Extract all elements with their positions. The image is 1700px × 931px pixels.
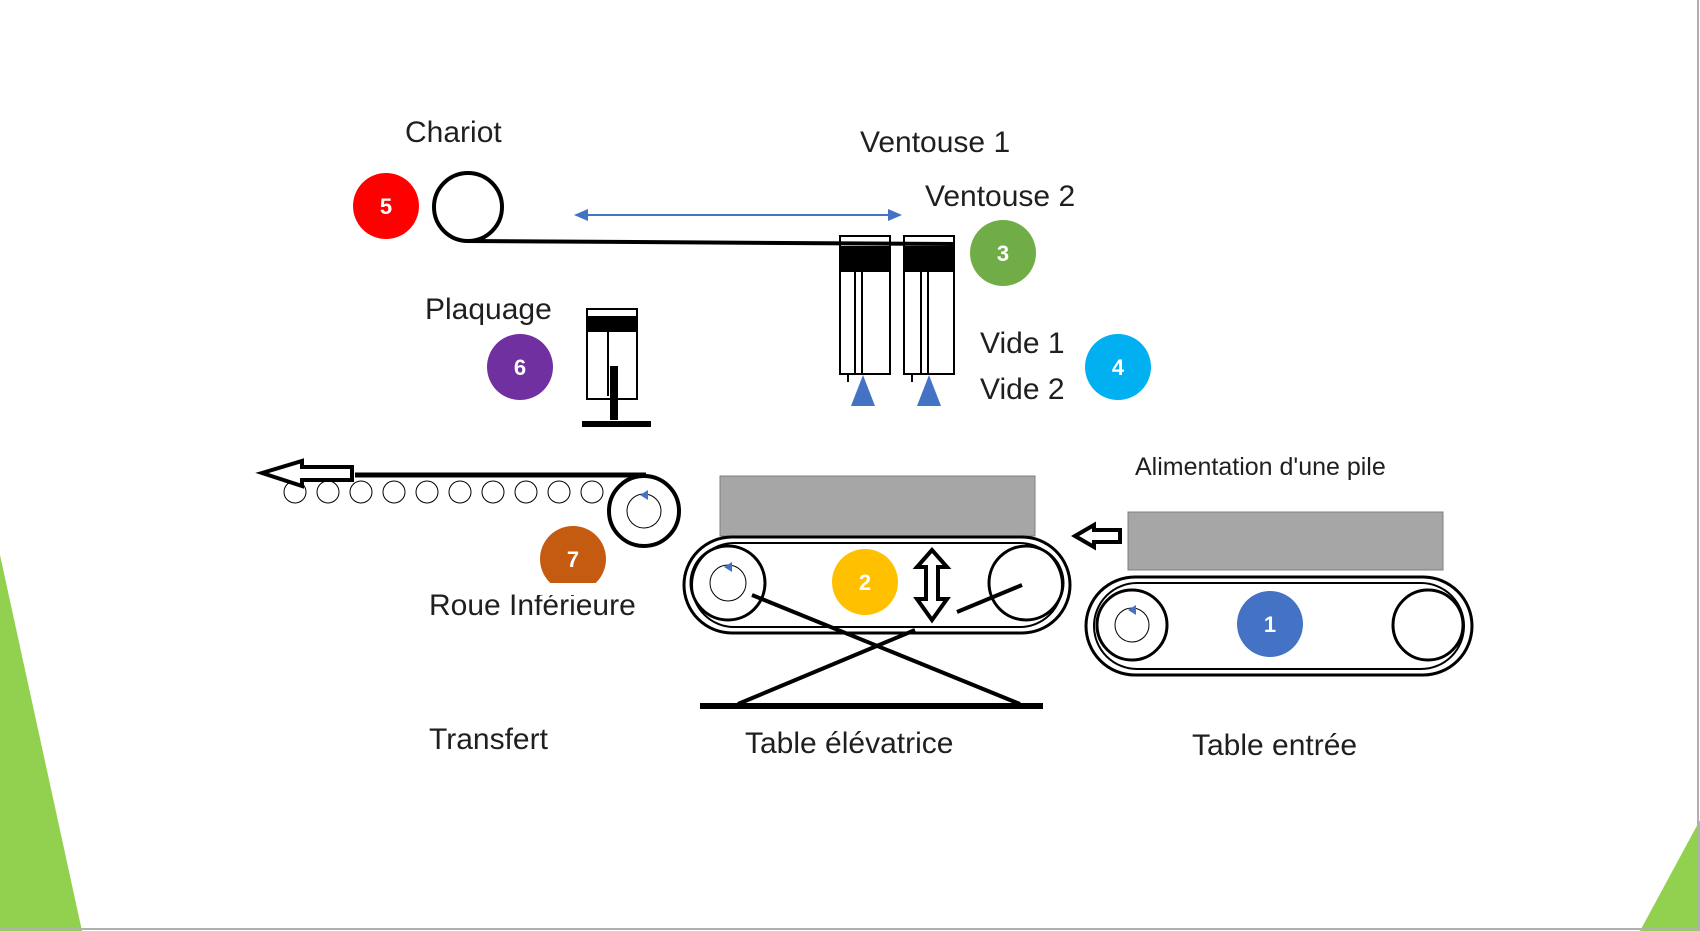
marker-6-number: 6 [514, 355, 526, 380]
roue-inferieure-wheel [607, 474, 681, 548]
transfert-roller [415, 480, 439, 504]
table-elevatrice-pile [719, 475, 1036, 537]
table-elevatrice-assembly [682, 475, 1072, 709]
transfert-roller [316, 480, 340, 504]
transfert-roller [481, 480, 505, 504]
transfert-roller [349, 480, 373, 504]
transfert-roller [514, 480, 538, 504]
lift-up-down-arrow [912, 546, 952, 624]
marker-7: 7 [535, 526, 615, 595]
marker-3-number: 3 [997, 241, 1009, 266]
transfert-roller [448, 480, 472, 504]
chariot-rail [465, 239, 956, 246]
transfert-roller [580, 480, 604, 504]
chariot-assembly [432, 171, 956, 246]
label-transfert: Transfert [429, 723, 549, 756]
marker-2: 2 [832, 549, 898, 615]
ventouse-1-suction-cup [851, 375, 875, 406]
marker-5-number: 5 [380, 194, 392, 219]
marker-2-circle [832, 549, 898, 615]
label-chariot: Chariot [405, 116, 502, 149]
ventouse-1-cylinder [839, 235, 891, 406]
label-ventouse-1: Ventouse 1 [860, 126, 1010, 159]
marker-5: 5 [353, 173, 419, 239]
transfert-roller [382, 480, 406, 504]
marker-1-number: 1 [1264, 612, 1276, 637]
marker-6-circle [487, 334, 553, 400]
feed-arrow [1071, 521, 1122, 551]
marker-4-circle [1085, 334, 1151, 400]
transfert-rollers [283, 480, 604, 504]
marker-1-circle [1237, 591, 1303, 657]
marker-7-circle [540, 526, 606, 592]
marker-4: 4 [1085, 334, 1151, 400]
slide-corner-right-decoration [1640, 820, 1700, 931]
marker-2-number: 2 [859, 570, 871, 595]
ventouse-2-suction-cup [917, 375, 941, 406]
transfert-output-arrow [255, 458, 354, 489]
label-alimentation: Alimentation d'une pile [1135, 453, 1386, 481]
ventouse-2-cylinder [903, 235, 955, 406]
table-entree-pile [1127, 511, 1444, 571]
label-table-elevatrice: Table élévatrice [745, 727, 953, 760]
transfert-conveyor [255, 458, 681, 548]
label-vide-1: Vide 1 [980, 327, 1065, 360]
marker-7-number: 7 [567, 547, 579, 572]
marker-4-number: 4 [1112, 355, 1125, 380]
label-table-entree: Table entrée [1192, 729, 1357, 762]
plaquage-cylinder [582, 308, 651, 427]
label-ventouse-2: Ventouse 2 [925, 180, 1075, 213]
marker-5-circle [353, 173, 419, 239]
transfert-roller [547, 480, 571, 504]
label-plaquage: Plaquage [425, 293, 552, 326]
marker-1: 1 [1237, 591, 1303, 657]
chariot-wheel [432, 171, 504, 243]
marker-6: 6 [487, 334, 553, 400]
slide-corner-left-decoration [0, 555, 82, 931]
marker-3-circle [970, 220, 1036, 286]
label-vide-2: Vide 2 [980, 373, 1065, 406]
marker-3: 3 [970, 220, 1036, 286]
